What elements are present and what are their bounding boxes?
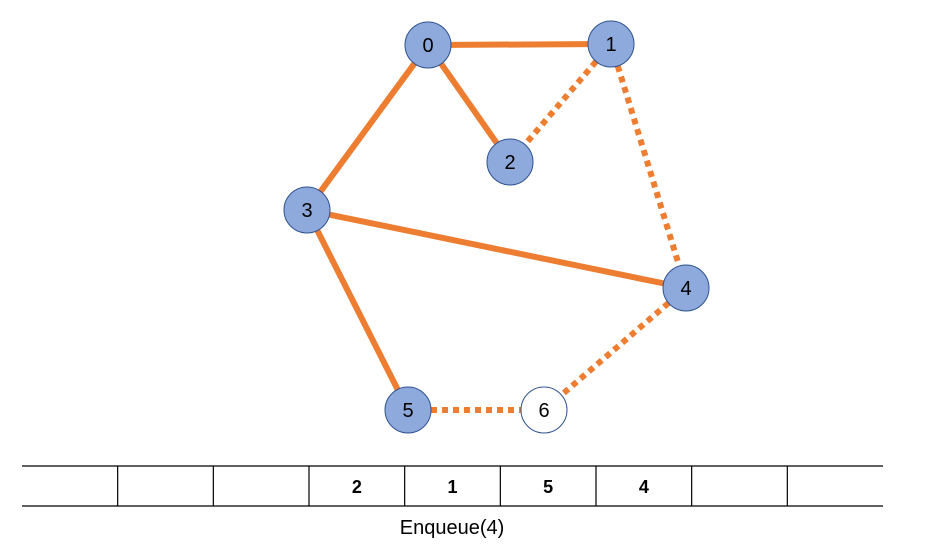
node-label: 1 bbox=[605, 34, 616, 56]
node-label: 4 bbox=[680, 278, 691, 300]
queue-cell-6: 4 bbox=[639, 477, 649, 497]
queue-array: 2 1 5 4 bbox=[22, 465, 883, 507]
node-3: 3 bbox=[283, 186, 331, 234]
queue-cell-3: 2 bbox=[352, 477, 362, 497]
node-label: 5 bbox=[402, 400, 413, 422]
queue-cells: 2 1 5 4 bbox=[117, 466, 788, 506]
node-label: 6 bbox=[538, 400, 549, 422]
node-circle bbox=[662, 264, 710, 312]
queue-cell-5: 5 bbox=[543, 477, 553, 497]
edge-3-4 bbox=[328, 211, 665, 287]
queue-caption: Enqueue(4) bbox=[400, 517, 505, 539]
node-0: 0 bbox=[404, 21, 452, 69]
queue-cell-4: 1 bbox=[447, 477, 457, 497]
node-label: 0 bbox=[422, 35, 433, 57]
edge-4-6 bbox=[559, 300, 671, 398]
edge-0-2 bbox=[438, 62, 500, 145]
edge-1-2 bbox=[522, 59, 599, 147]
node-5: 5 bbox=[384, 386, 432, 434]
node-circle bbox=[404, 21, 452, 69]
node-circle bbox=[283, 186, 331, 234]
node-circle bbox=[486, 138, 534, 186]
node-1: 1 bbox=[587, 20, 635, 68]
edge-0-1 bbox=[450, 41, 589, 48]
graph-nodes: 0 1 2 3 4 5 6 bbox=[283, 20, 710, 434]
node-circle bbox=[587, 20, 635, 68]
edge-0-3 bbox=[318, 61, 417, 194]
graph-edges bbox=[314, 41, 683, 413]
edge-1-4 bbox=[614, 65, 683, 267]
node-label: 3 bbox=[301, 200, 312, 222]
node-label: 2 bbox=[504, 152, 515, 174]
node-circle bbox=[520, 386, 568, 434]
node-circle bbox=[384, 386, 432, 434]
node-2: 2 bbox=[486, 138, 534, 186]
edge-3-5 bbox=[314, 229, 401, 391]
node-4: 4 bbox=[662, 264, 710, 312]
node-6: 6 bbox=[520, 386, 568, 434]
